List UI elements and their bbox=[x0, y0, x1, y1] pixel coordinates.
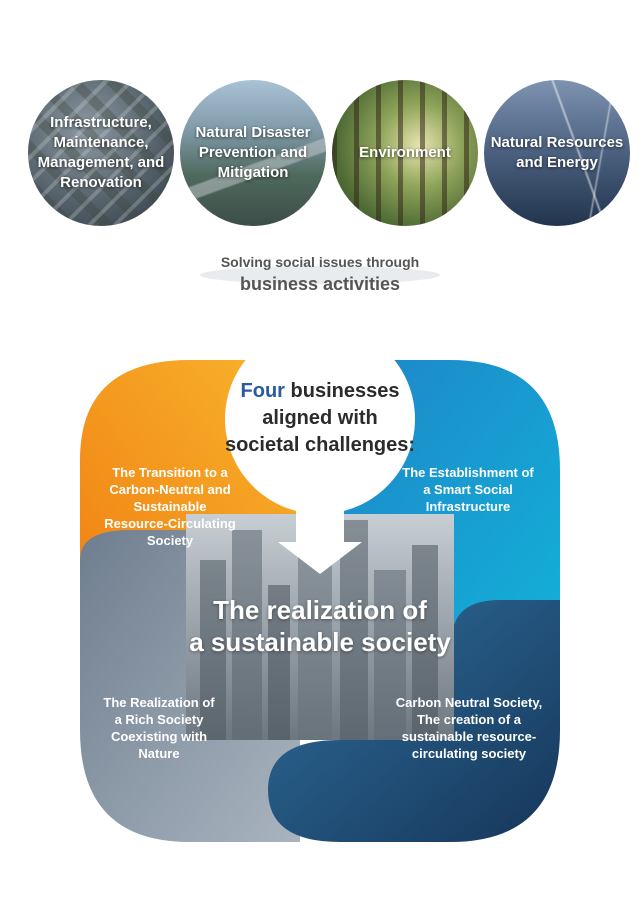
four-word: Four bbox=[240, 380, 285, 402]
quadrant-label-bottom-left: The Realization of a Rich Society Coexis… bbox=[103, 695, 215, 761]
solving-background bbox=[200, 266, 440, 284]
four-rest-2: aligned with bbox=[262, 407, 378, 429]
center-circle bbox=[225, 324, 415, 514]
four-businesses-text: Four businesses aligned with societal ch… bbox=[222, 378, 418, 459]
category-label: Infrastructure, Maintenance, Management,… bbox=[37, 114, 165, 191]
category-circle-resources-energy: Natural Resources and Energy bbox=[484, 80, 630, 226]
quadrant-label-top-right: The Establishment of a Smart Social Infr… bbox=[402, 465, 534, 514]
quadrant-shape-bottom-left bbox=[80, 530, 300, 842]
sustainability-diagram bbox=[80, 324, 560, 842]
realization-line-1: The realization of bbox=[213, 595, 427, 625]
category-circle-disaster-prevention: Natural Disaster Prevention and Mitigati… bbox=[180, 80, 326, 226]
category-label: Natural Disaster Prevention and Mitigati… bbox=[195, 124, 311, 181]
category-circle-infrastructure: Infrastructure, Maintenance, Management,… bbox=[28, 80, 174, 226]
four-rest-1: businesses bbox=[290, 380, 400, 402]
category-label: Natural Resources and Energy bbox=[490, 134, 624, 171]
quadrant-label-top-left: The Transition to a Carbon-Neutral and S… bbox=[104, 465, 236, 548]
category-circle-environment: Environment bbox=[332, 80, 478, 226]
four-rest-3: societal challenges: bbox=[224, 434, 416, 456]
solving-line-1: Solving social issues through bbox=[220, 254, 420, 270]
quadrant-label-bottom-right: Carbon Neutral Society, The creation of … bbox=[395, 695, 543, 761]
solving-line-2: business activities bbox=[239, 274, 401, 294]
down-arrow bbox=[278, 505, 362, 574]
realization-title: The realization of a sustainable society bbox=[170, 594, 470, 658]
realization-line-2: a sustainable society bbox=[189, 627, 451, 657]
city-buildings bbox=[200, 520, 438, 740]
quadrant-shape-bottom-right bbox=[268, 600, 560, 842]
category-label: Environment bbox=[359, 144, 451, 161]
